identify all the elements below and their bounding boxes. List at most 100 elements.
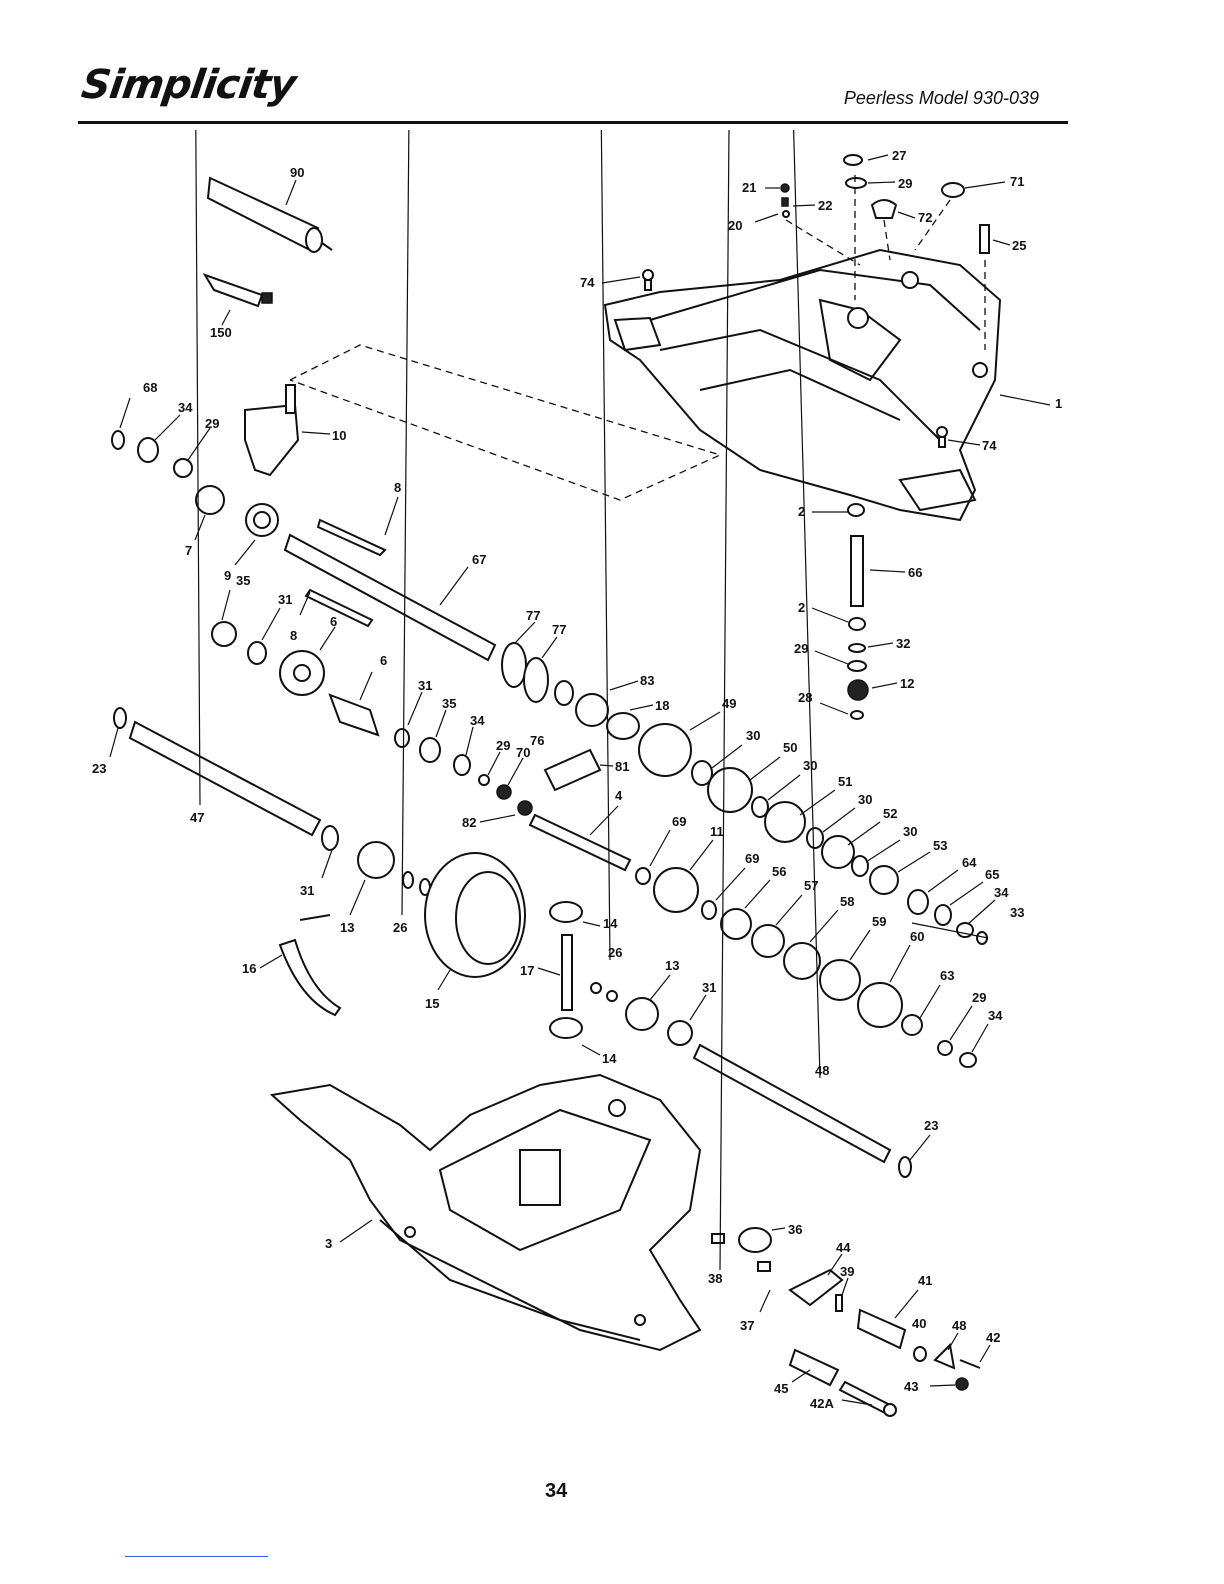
brand-logo: Simplicity bbox=[78, 62, 299, 108]
page-number: 34 bbox=[545, 1480, 568, 1502]
label-57: 57 bbox=[804, 878, 818, 893]
label-10: 10 bbox=[332, 428, 346, 443]
label-7: 7 bbox=[185, 543, 192, 558]
label-30: 30 bbox=[803, 758, 817, 773]
callout-labels: 90 150 68 34 29 10 8 7 9 35 31 8 6 67 6 … bbox=[92, 148, 1062, 1411]
label-31: 31 bbox=[702, 980, 716, 995]
label-32: 32 bbox=[896, 636, 910, 651]
label-82: 82 bbox=[462, 815, 476, 830]
label-49: 49 bbox=[722, 696, 736, 711]
label-71: 71 bbox=[1010, 174, 1024, 189]
label-59: 59 bbox=[872, 914, 886, 929]
exploded-parts-diagram: 90 150 68 34 29 10 8 7 9 35 31 8 6 67 6 … bbox=[92, 130, 1062, 1417]
label-81: 81 bbox=[615, 759, 629, 774]
footer-line bbox=[125, 1556, 268, 1557]
label-30: 30 bbox=[746, 728, 760, 743]
label-67: 67 bbox=[472, 552, 486, 567]
label-34: 34 bbox=[178, 400, 193, 415]
label-26: 26 bbox=[608, 945, 622, 960]
shift-lever-group bbox=[111, 384, 300, 537]
label-29: 29 bbox=[898, 176, 912, 191]
label-29: 29 bbox=[205, 416, 219, 431]
label-44: 44 bbox=[836, 1240, 851, 1255]
label-23: 23 bbox=[924, 1118, 938, 1133]
label-64: 64 bbox=[962, 855, 977, 870]
label-31: 31 bbox=[418, 678, 432, 693]
label-8: 8 bbox=[394, 480, 401, 495]
label-52: 52 bbox=[883, 806, 897, 821]
label-70: 70 bbox=[516, 745, 530, 760]
label-13: 13 bbox=[665, 958, 679, 973]
label-4: 4 bbox=[615, 788, 623, 803]
label-39: 39 bbox=[840, 1264, 854, 1279]
header-rule bbox=[78, 121, 1068, 124]
label-42: 42 bbox=[986, 1330, 1000, 1345]
shaft-67 bbox=[283, 518, 549, 703]
label-72: 72 bbox=[918, 210, 932, 225]
label-31: 31 bbox=[278, 592, 292, 607]
part-grease-tube bbox=[206, 176, 333, 253]
label-33: 33 bbox=[1010, 905, 1024, 920]
label-8: 8 bbox=[290, 628, 297, 643]
label-36: 36 bbox=[788, 1222, 802, 1237]
label-34: 34 bbox=[470, 713, 485, 728]
label-25: 25 bbox=[1012, 238, 1026, 253]
label-22: 22 bbox=[818, 198, 832, 213]
brake-parts bbox=[711, 1227, 981, 1417]
label-58: 58 bbox=[840, 894, 854, 909]
label-31: 31 bbox=[300, 883, 314, 898]
label-29: 29 bbox=[972, 990, 986, 1005]
label-1: 1 bbox=[1055, 396, 1062, 411]
label-13: 13 bbox=[340, 920, 354, 935]
label-68: 68 bbox=[143, 380, 157, 395]
label-14: 14 bbox=[602, 1051, 617, 1066]
label-38: 38 bbox=[708, 1271, 722, 1286]
label-18: 18 bbox=[655, 698, 669, 713]
label-37: 37 bbox=[740, 1318, 754, 1333]
label-30: 30 bbox=[903, 824, 917, 839]
label-50: 50 bbox=[783, 740, 797, 755]
label-14: 14 bbox=[603, 916, 618, 931]
label-35: 35 bbox=[442, 696, 456, 711]
label-16: 16 bbox=[242, 961, 256, 976]
upper-housing bbox=[603, 248, 1002, 522]
label-6: 6 bbox=[330, 614, 337, 629]
label-74: 74 bbox=[580, 275, 595, 290]
model-title: Peerless Model 930-039 bbox=[843, 88, 1039, 108]
label-48: 48 bbox=[815, 1063, 829, 1078]
label-26: 26 bbox=[393, 920, 407, 935]
label-51: 51 bbox=[838, 774, 852, 789]
label-65: 65 bbox=[985, 867, 999, 882]
label-27: 27 bbox=[892, 148, 906, 163]
label-77: 77 bbox=[526, 608, 540, 623]
top-small-parts bbox=[642, 154, 990, 448]
label-30: 30 bbox=[858, 792, 872, 807]
label-23: 23 bbox=[92, 761, 106, 776]
label-48: 48 bbox=[952, 1318, 966, 1333]
gear-stack-lower bbox=[635, 867, 988, 1068]
label-53: 53 bbox=[933, 838, 947, 853]
chain-sprocket-group bbox=[517, 680, 640, 872]
axle-47 bbox=[113, 707, 431, 896]
label-74: 74 bbox=[982, 438, 997, 453]
lower-housing bbox=[269, 1073, 702, 1352]
label-66: 66 bbox=[908, 565, 922, 580]
gear-stack-upper bbox=[638, 723, 899, 895]
label-60: 60 bbox=[910, 929, 924, 944]
label-29: 29 bbox=[794, 641, 808, 656]
label-11: 11 bbox=[710, 824, 724, 839]
gear-cluster-left bbox=[211, 621, 512, 800]
label-77: 77 bbox=[552, 622, 566, 637]
differential-pinions bbox=[549, 901, 693, 1046]
label-45: 45 bbox=[774, 1381, 788, 1396]
label-76: 76 bbox=[530, 733, 544, 748]
label-6: 6 bbox=[380, 653, 387, 668]
label-29: 29 bbox=[496, 738, 510, 753]
axle-48 bbox=[692, 1043, 912, 1178]
label-42A: 42A bbox=[810, 1396, 834, 1411]
label-34: 34 bbox=[994, 885, 1009, 900]
label-83: 83 bbox=[640, 673, 654, 688]
label-35: 35 bbox=[236, 573, 250, 588]
label-20: 20 bbox=[728, 218, 742, 233]
label-63: 63 bbox=[940, 968, 954, 983]
